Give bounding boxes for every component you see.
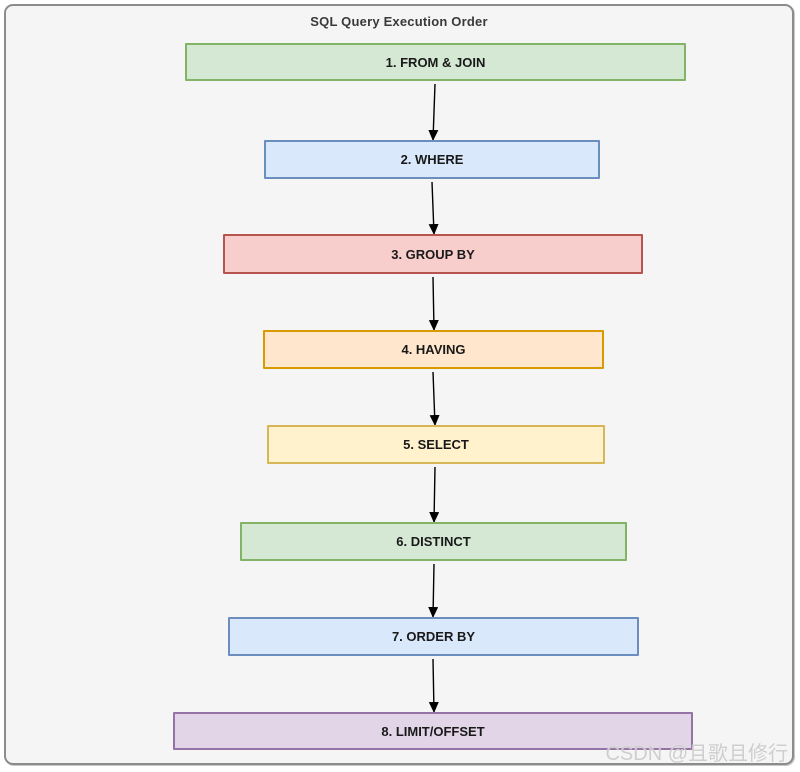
flow-node-having: 4. HAVING <box>263 330 604 369</box>
arrow-select-to-distinct <box>429 466 440 523</box>
arrow-having-to-select <box>429 371 440 426</box>
arrow-where-to-group-by <box>428 181 439 235</box>
flowchart-canvas: SQL Query Execution Order 1. FROM & JOIN… <box>4 4 794 765</box>
flow-node-select: 5. SELECT <box>267 425 605 464</box>
flow-node-group-by: 3. GROUP BY <box>223 234 643 274</box>
flow-node-distinct: 6. DISTINCT <box>240 522 627 561</box>
flow-node-from-join: 1. FROM & JOIN <box>185 43 686 81</box>
flow-node-limit-offset: 8. LIMIT/OFFSET <box>173 712 693 750</box>
diagram-title: SQL Query Execution Order <box>310 14 488 29</box>
flow-node-order-by: 7. ORDER BY <box>228 617 639 656</box>
arrow-group-by-to-having <box>428 276 439 331</box>
arrow-distinct-to-order-by <box>428 563 439 618</box>
arrow-order-by-to-limit <box>428 658 439 713</box>
csdn-watermark: CSDN @且歌且修行 <box>605 743 788 765</box>
flow-node-where: 2. WHERE <box>264 140 600 179</box>
arrow-from-join-to-where <box>428 83 439 141</box>
